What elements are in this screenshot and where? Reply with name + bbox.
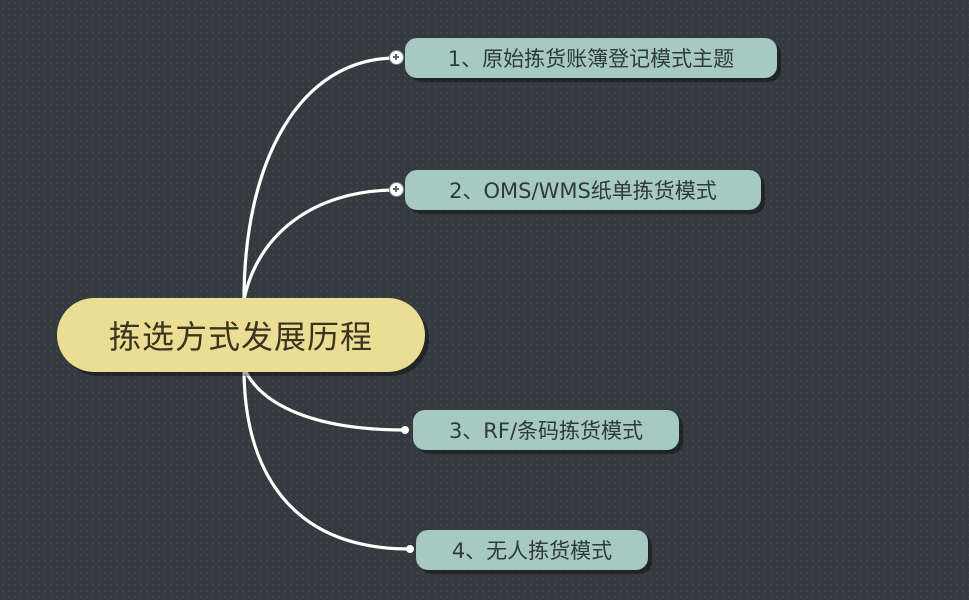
connector-branch-2	[242, 188, 398, 302]
root-topic-label: 拣选方式发展历程	[108, 318, 373, 356]
branch-topic-label: 1、原始拣货账簿登记模式主题	[447, 47, 735, 71]
branch-topic-2[interactable]: 2、OMS/WMS纸单拣货模式	[405, 170, 761, 210]
branch-topic-4[interactable]: 4、无人拣货模式	[416, 530, 648, 570]
expand-plus-icon[interactable]	[389, 182, 404, 197]
branch-topic-label: 4、无人拣货模式	[451, 539, 613, 563]
connector-endpoint-dot	[401, 426, 409, 434]
branch-topic-1[interactable]: 1、原始拣货账簿登记模式主题	[405, 38, 777, 78]
connector-endpoint-dot	[406, 545, 414, 553]
branch-topic-label: 3、RF/条码拣货模式	[448, 419, 644, 443]
branch-topic-label: 2、OMS/WMS纸单拣货模式	[449, 179, 717, 203]
connector-branch-3	[242, 366, 407, 432]
branch-topic-3[interactable]: 3、RF/条码拣货模式	[413, 410, 679, 450]
connector-branch-4	[242, 366, 412, 551]
expand-plus-icon[interactable]	[389, 50, 404, 65]
root-topic[interactable]: 拣选方式发展历程	[57, 298, 425, 372]
connector-branch-1	[242, 56, 398, 302]
